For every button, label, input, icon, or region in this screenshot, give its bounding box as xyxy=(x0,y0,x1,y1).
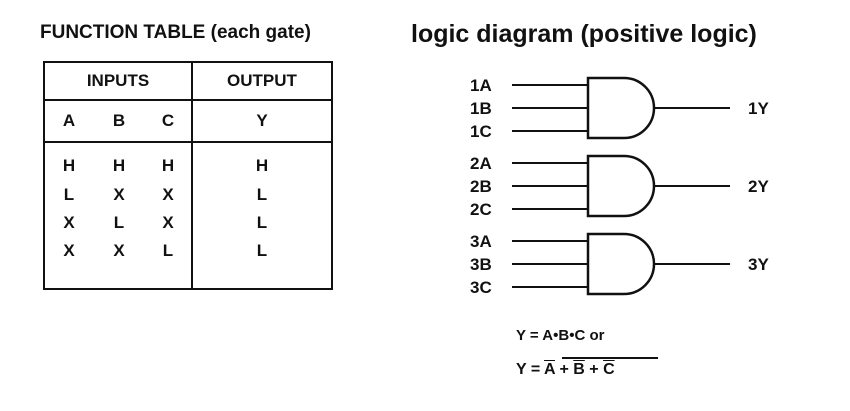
pin-label: 2C xyxy=(470,200,492,219)
logic-diagram-title: logic diagram (positive logic) xyxy=(411,20,757,48)
table-cell: X xyxy=(63,213,75,232)
table-cell: L xyxy=(191,237,332,265)
function-table-title: FUNCTION TABLE (each gate) xyxy=(40,22,311,43)
and-gate-2: 2A 2B 2C 2Y xyxy=(470,154,769,219)
equation-and: Y = A•B•C or xyxy=(516,327,605,344)
column-header-b: B xyxy=(93,99,145,143)
equation-operator: + xyxy=(559,361,569,378)
table-cell: L xyxy=(162,241,174,260)
table-cell: X xyxy=(162,213,174,232)
equation-overbar xyxy=(562,357,658,359)
equation-term-c: C xyxy=(603,361,615,378)
inputs-header: INPUTS xyxy=(86,71,150,90)
equation-operator: + xyxy=(589,361,599,378)
table-row: H H H H xyxy=(44,142,332,181)
column-header-y: Y xyxy=(191,99,332,143)
pin-label: 1A xyxy=(470,76,492,95)
table-cell: L xyxy=(191,209,332,237)
and-gate-1: 1A 1B 1C 1Y xyxy=(470,76,769,141)
pin-label: 2A xyxy=(470,154,492,173)
and-gate-3: 3A 3B 3C 3Y xyxy=(470,232,769,297)
table-cell: X xyxy=(63,241,75,260)
and-gate-symbol xyxy=(586,154,656,218)
pin-label: 2B xyxy=(470,177,492,196)
table-cell: H xyxy=(191,142,332,181)
table-cell: X xyxy=(113,241,125,260)
table-column-row: A B C Y xyxy=(44,99,332,143)
column-header-c: C xyxy=(145,99,192,143)
pin-label: 1C xyxy=(470,122,492,141)
table-cell: H xyxy=(161,156,175,175)
pin-label: 2Y xyxy=(748,177,769,196)
output-header: OUTPUT xyxy=(191,62,332,100)
equation-demorgan: Y = A + B + C xyxy=(516,361,615,379)
pin-label: 3B xyxy=(470,255,492,274)
function-table: INPUTS OUTPUT A B C Y H H H H L X X L X … xyxy=(43,61,333,290)
table-cell: L xyxy=(113,213,125,232)
table-cell: H xyxy=(112,156,126,175)
table-cell: L xyxy=(63,185,75,204)
table-cell: X xyxy=(162,185,174,204)
equation-prefix: Y = xyxy=(516,361,545,378)
pin-label: 1B xyxy=(470,99,492,118)
pin-label: 3Y xyxy=(748,255,769,274)
table-cell: H xyxy=(62,156,76,175)
and-gate-symbol xyxy=(586,76,656,140)
table-row: X L X L xyxy=(44,209,332,237)
table-cell: X xyxy=(113,185,125,204)
pin-label: 1Y xyxy=(748,99,769,118)
column-header-a: A xyxy=(44,99,93,143)
table-row: L X X L xyxy=(44,181,332,209)
pin-label: 3C xyxy=(470,278,492,297)
equation-term-b: B xyxy=(573,361,585,378)
table-row: X X L L xyxy=(44,237,332,265)
table-padding-row xyxy=(44,265,332,289)
equation-term-a: A xyxy=(544,361,555,378)
and-gate-symbol xyxy=(586,232,656,296)
table-header-row: INPUTS OUTPUT xyxy=(44,62,332,100)
table-cell: L xyxy=(191,181,332,209)
pin-label: 3A xyxy=(470,232,492,251)
